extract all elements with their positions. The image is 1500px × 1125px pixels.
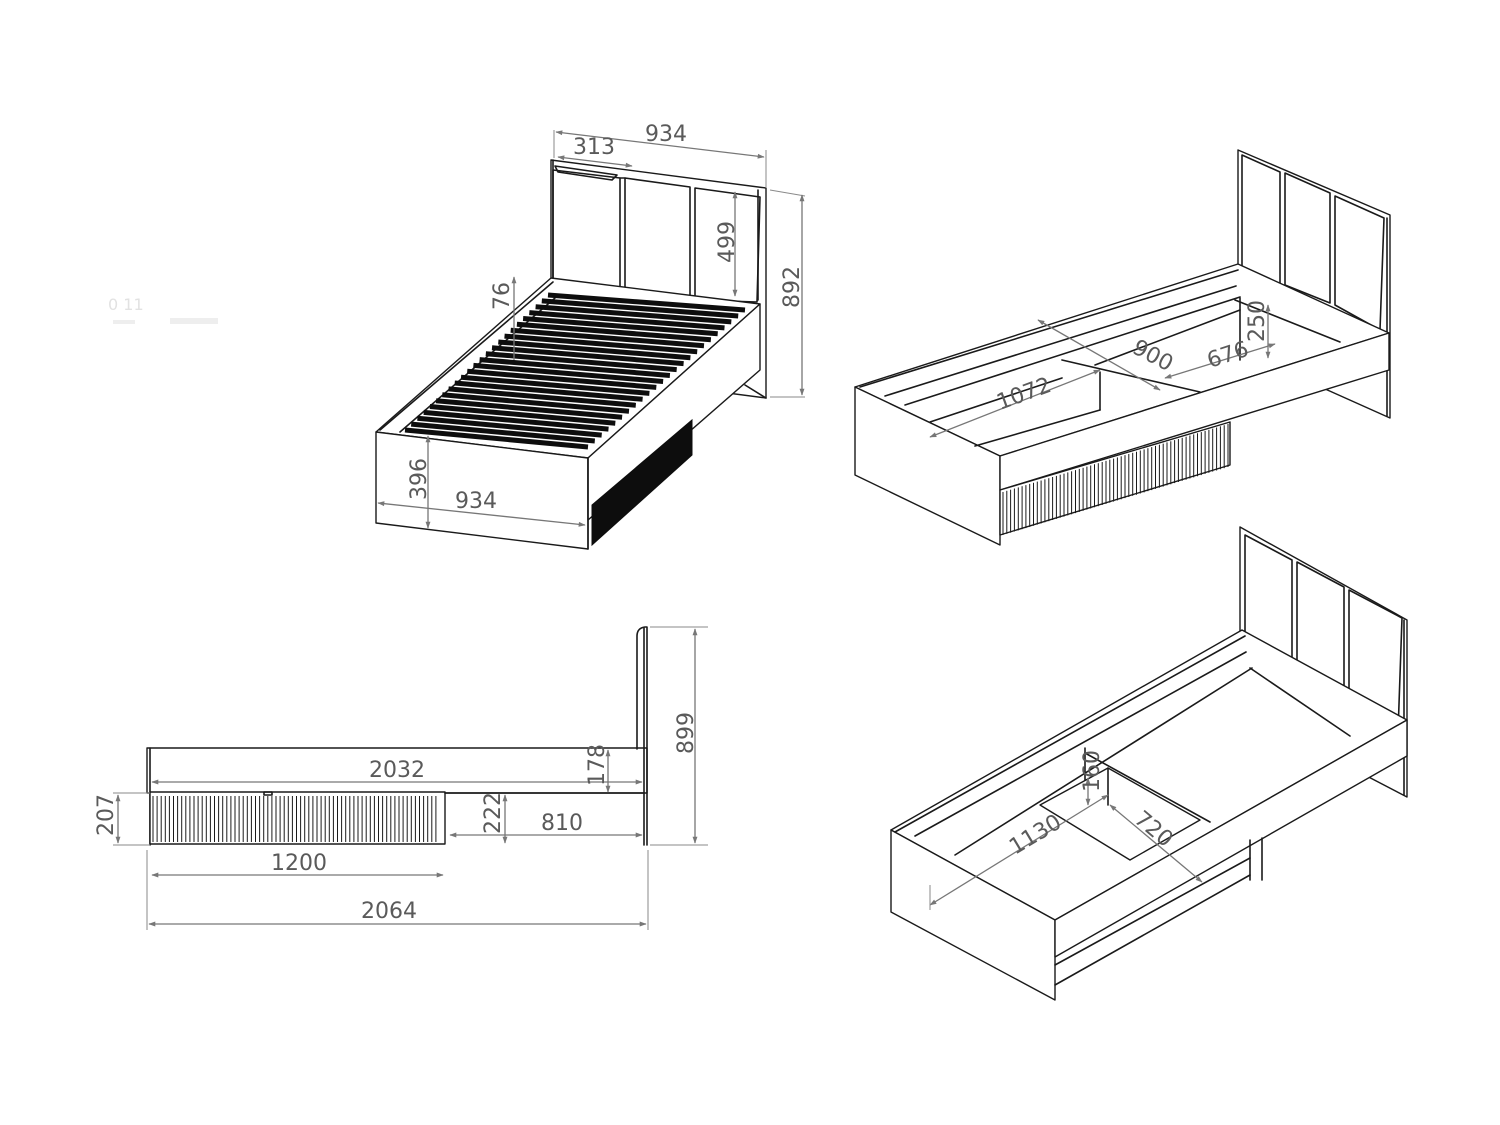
svg-text:1200: 1200: [271, 851, 327, 876]
svg-text:899: 899: [674, 712, 699, 754]
slat: [423, 409, 609, 432]
slat: [417, 415, 602, 438]
slat: [547, 292, 746, 313]
drawer-fluted-front: [999, 421, 1231, 536]
dimensions-iso-slats: 934 313 499 892 76 396 934: [377, 122, 806, 529]
slat: [466, 368, 657, 390]
slat: [435, 398, 623, 420]
slat: [498, 339, 691, 361]
svg-text:160: 160: [1080, 750, 1105, 792]
slat: [454, 380, 643, 402]
svg-text:2064: 2064: [361, 899, 417, 924]
iso-open-frame-view: 1072 900 676 250: [854, 149, 1391, 546]
slatted-base: [404, 292, 746, 450]
svg-text:207: 207: [94, 794, 119, 836]
svg-text:0 11: 0 11: [108, 295, 144, 314]
iso-slats-view: 934 313 499 892 76 396 934: [375, 122, 806, 550]
slat: [448, 386, 637, 408]
slat: [404, 427, 589, 450]
slat: [504, 333, 698, 355]
slat: [442, 392, 630, 414]
slat: [473, 362, 664, 384]
slat: [485, 351, 677, 373]
bed-side-profile: [146, 626, 648, 846]
slat: [522, 316, 718, 337]
svg-text:934: 934: [455, 489, 497, 514]
svg-text:178: 178: [585, 744, 610, 786]
svg-text:250: 250: [1245, 300, 1270, 342]
slat: [541, 298, 739, 319]
svg-text:313: 313: [573, 135, 615, 160]
svg-text:222: 222: [481, 792, 506, 834]
svg-text:892: 892: [780, 266, 805, 308]
side-elevation-view: 899 2032 178 207 222 810 1200 2064: [94, 626, 708, 930]
slat: [535, 304, 732, 325]
slat: [460, 374, 650, 396]
dimensions-side: 899 2032 178 207 222 810 1200 2064: [94, 626, 708, 930]
slat: [510, 327, 705, 349]
slat: [529, 310, 725, 331]
slat: [479, 357, 671, 378]
slat: [410, 421, 596, 444]
drawer-shadow: [591, 418, 693, 547]
bed-frame-open: [854, 263, 1390, 546]
svg-text:499: 499: [715, 221, 740, 263]
svg-text:810: 810: [541, 811, 583, 836]
faint-watermark: 0 11: [108, 295, 218, 324]
svg-text:396: 396: [407, 458, 432, 500]
slat: [429, 404, 616, 426]
slat: [516, 321, 712, 343]
slat: [491, 345, 684, 367]
svg-text:2032: 2032: [369, 758, 425, 783]
svg-text:76: 76: [490, 282, 515, 310]
svg-text:934: 934: [645, 122, 687, 147]
iso-drawer-open-view: 1130 720 160: [890, 526, 1408, 1001]
